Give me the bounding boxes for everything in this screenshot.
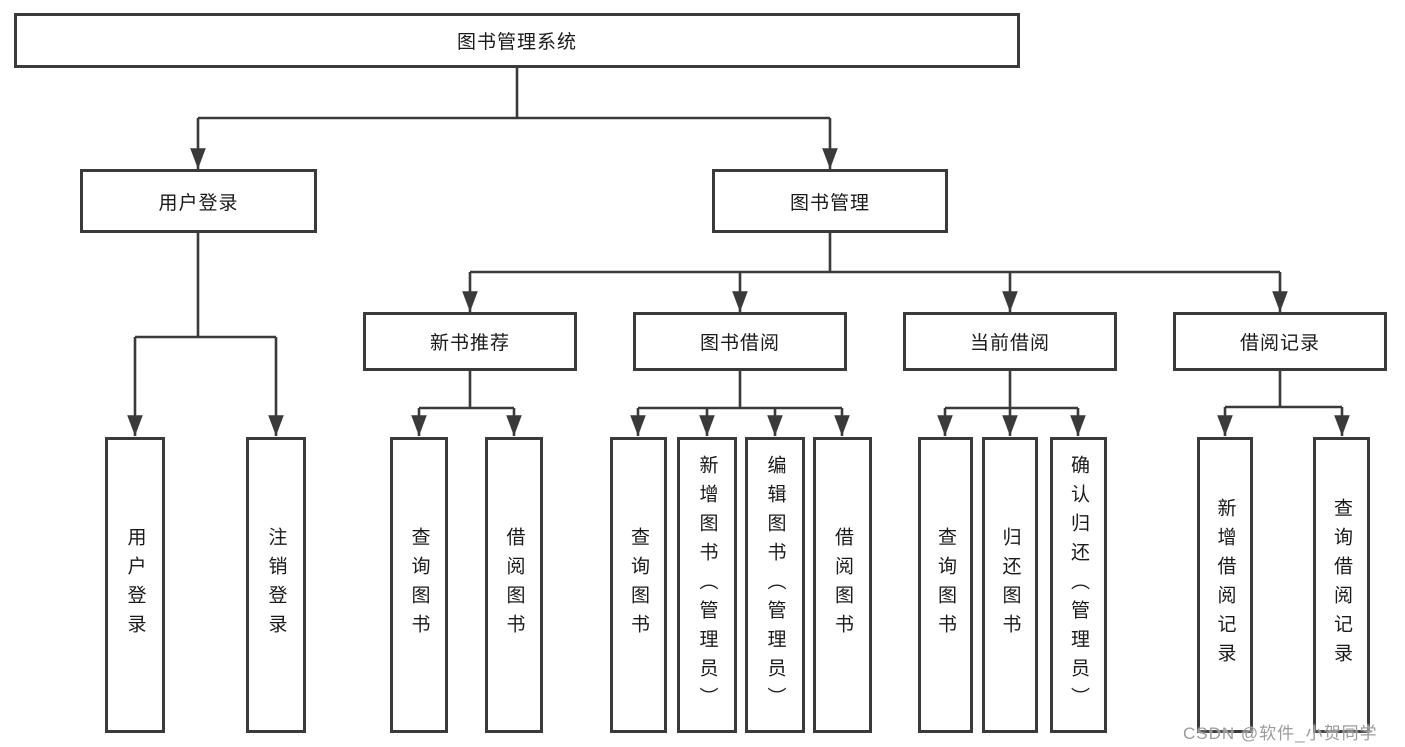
leaf-borrow-borrow-books: 借阅图书 xyxy=(813,437,872,733)
leaf-label: 借阅图书 xyxy=(503,527,525,643)
leaf-label: 用户登录 xyxy=(124,527,146,643)
leaf-newbook-query-books: 查询图书 xyxy=(390,437,448,733)
node-new-book-recommend: 新书推荐 xyxy=(363,312,577,371)
leaf-label: 注销登录 xyxy=(265,527,287,643)
leaf-label: 确认归还（管理员） xyxy=(1068,454,1089,716)
leaf-label: 新增借阅记录 xyxy=(1214,498,1236,672)
leaf-label: 编辑图书（管理员） xyxy=(764,454,786,716)
leaf-current-query-books: 查询图书 xyxy=(918,437,973,733)
node-current-borrow: 当前借阅 xyxy=(903,312,1117,371)
leaf-current-confirm-return-admin: 确认归还（管理员） xyxy=(1050,437,1107,733)
leaf-borrow-query-books: 查询图书 xyxy=(610,437,667,733)
csdn-watermark: CSDN @软件_小贺同学 xyxy=(1183,724,1378,743)
leaf-newbook-borrow-books: 借阅图书 xyxy=(485,437,543,733)
leaf-label: 查询图书 xyxy=(628,527,649,643)
leaf-logout: 注销登录 xyxy=(246,437,306,733)
leaf-user-login: 用户登录 xyxy=(105,437,165,733)
node-user-login: 用户登录 xyxy=(80,169,317,233)
node-book-borrow: 图书借阅 xyxy=(633,312,847,371)
leaf-label: 新增图书（管理员） xyxy=(696,454,718,716)
leaf-label: 查询借阅记录 xyxy=(1331,498,1352,672)
node-book-management: 图书管理 xyxy=(712,169,948,233)
node-root-system: 图书管理系统 xyxy=(14,13,1020,68)
node-borrow-record: 借阅记录 xyxy=(1173,312,1387,371)
leaf-label: 查询图书 xyxy=(408,527,430,643)
leaf-label: 借阅图书 xyxy=(832,527,853,643)
leaf-record-query-borrow-record: 查询借阅记录 xyxy=(1313,437,1370,733)
leaf-label: 归还图书 xyxy=(999,527,1021,643)
leaf-borrow-edit-books-admin: 编辑图书（管理员） xyxy=(745,437,805,733)
leaf-record-add-borrow-record: 新增借阅记录 xyxy=(1197,437,1253,733)
leaf-borrow-add-books-admin: 新增图书（管理员） xyxy=(677,437,737,733)
leaf-label: 查询图书 xyxy=(935,527,956,643)
leaf-current-return-books: 归还图书 xyxy=(982,437,1038,733)
